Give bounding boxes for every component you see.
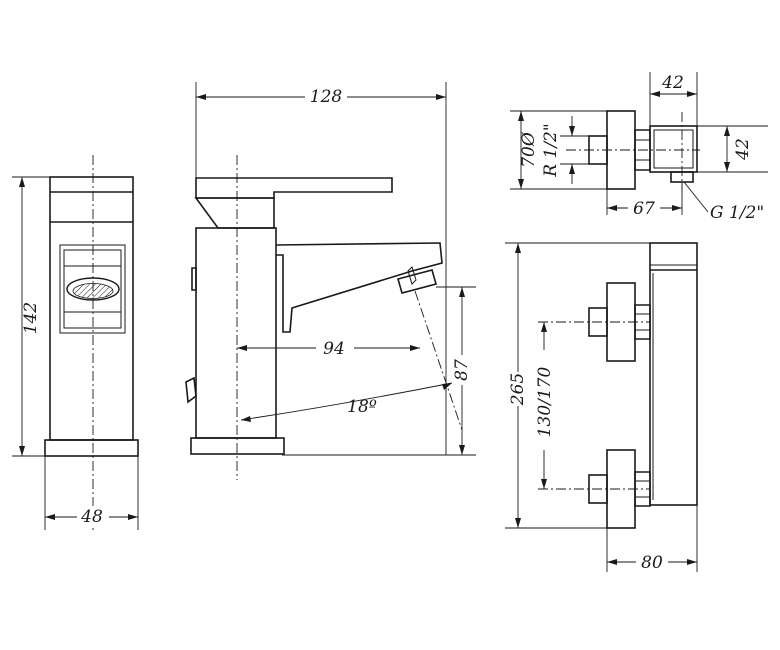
spout-nozzle <box>397 269 437 294</box>
shower-height-label: 265 <box>508 373 528 406</box>
popup-rod <box>185 376 197 404</box>
mixer-body-top <box>649 125 698 173</box>
centers-label: 130/170 <box>535 367 555 438</box>
inlet-offset-label: 67 <box>633 199 655 219</box>
shower-depth-label: 80 <box>641 553 663 573</box>
spout-height-label: 87 <box>452 359 472 381</box>
handle-cap <box>194 197 275 229</box>
side-body <box>195 227 277 439</box>
front-height-label: 142 <box>21 302 41 334</box>
upper-hex-nut <box>634 304 651 340</box>
outlet-thread-label: G 1/2" <box>710 203 764 223</box>
aerator-window <box>59 244 126 334</box>
top-depth-label: 42 <box>733 138 753 161</box>
inlet-diameter-label: 70Ø <box>519 131 539 168</box>
mixer-body <box>649 242 698 506</box>
side-width-label: 128 <box>310 87 343 107</box>
front-base <box>44 439 139 457</box>
top-view: 70Ø R 1/2" 42 42 67 G 1/2" <box>510 72 768 223</box>
lower-hex-nut <box>634 471 651 507</box>
shower-mixer-view: 265 130/170 80 <box>505 242 698 573</box>
front-width-label: 48 <box>80 507 103 527</box>
spout <box>275 242 443 333</box>
front-view: 142 48 <box>12 155 139 530</box>
side-view: 128 94 87 18º <box>185 82 476 480</box>
top-width-label: 42 <box>661 73 684 93</box>
side-base <box>190 437 285 455</box>
spout-reach-label: 94 <box>323 339 345 359</box>
spout-angle-label: 18º <box>347 397 377 417</box>
inlet-thread-label: R 1/2" <box>541 123 561 177</box>
handle-lever <box>195 177 393 199</box>
